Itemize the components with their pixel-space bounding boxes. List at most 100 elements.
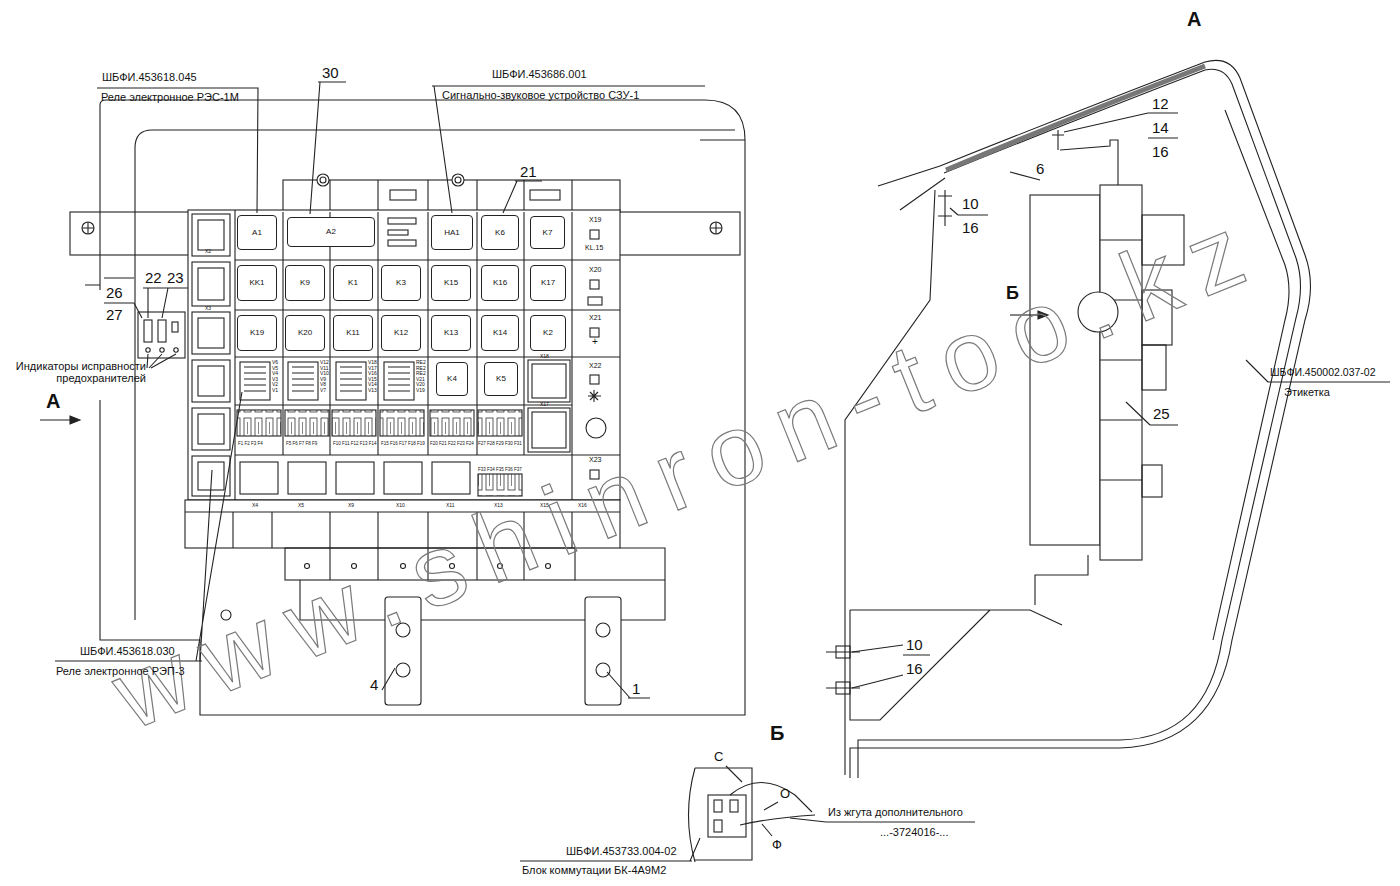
fuse-labels: F27 F28 F29 F30 F31 [478, 441, 522, 446]
diode-labels: V18 V17 V16 V15 V14 V13 [368, 360, 379, 393]
part-name: Блок коммутации БК-4А9М2 [522, 864, 666, 877]
fuse-labels: F15 F16 F17 F18 F19 [381, 441, 425, 446]
callout-number: 23 [167, 269, 184, 286]
callout-number: 26 [106, 284, 123, 301]
relay-module: K2 [530, 315, 566, 351]
relay-designation: K16 [493, 279, 507, 287]
note-text: Индикаторы исправности предохранителей [4, 360, 146, 384]
terminal-label: + [592, 336, 598, 348]
relay-designation: K7 [543, 229, 553, 237]
connector-label: X10 [396, 503, 405, 509]
view-letter: А [1187, 8, 1201, 31]
callout-number: 21 [520, 163, 537, 180]
terminal-label: X19 [589, 216, 601, 224]
terminal-label: X23 [589, 456, 601, 464]
callout-number: 30 [322, 64, 339, 81]
relay-designation: K17 [541, 279, 555, 287]
callout-number: 27 [106, 306, 123, 323]
relay-module: K3 [381, 265, 421, 301]
relay-module: K19 [237, 315, 277, 351]
relay-designation: K1 [348, 279, 358, 287]
connector-label: X2 [205, 249, 211, 255]
relay-module: K12 [381, 315, 421, 351]
connector-label: X17 [540, 402, 549, 408]
relay-module: K5 [484, 362, 518, 396]
relay-designation: K2 [543, 329, 553, 337]
relay-module: A1 [237, 215, 277, 250]
callout-number: 22 [145, 269, 162, 286]
callout-number: 4 [370, 676, 378, 693]
relay-designation: K5 [496, 375, 506, 383]
relay-module: K1 [333, 265, 373, 301]
part-code: ШБФИ.453733.004-02 [566, 845, 677, 858]
connector-label: X18 [540, 354, 549, 360]
part-code: ШБФИ.453618.030 [80, 645, 175, 658]
relay-designation: A1 [252, 229, 262, 237]
wire-marking: С [714, 750, 723, 765]
relay-designation: K20 [298, 329, 312, 337]
part-name: Этикетка [1284, 386, 1330, 399]
relay-module: K4 [436, 362, 468, 396]
view-letter: Б [770, 722, 784, 745]
relay-module: K11 [333, 315, 373, 351]
relay-designation: K9 [300, 279, 310, 287]
part-code: ШБФИ.450002.037-02 [1270, 366, 1376, 378]
relay-designation: K11 [346, 329, 360, 337]
relay-module: K13 [431, 315, 471, 351]
part-name: Реле электронное РЭС-1М [101, 91, 239, 104]
relay-designation: K3 [396, 279, 406, 287]
terminal-label: KL.15 [585, 244, 603, 252]
connector-label: X16 [578, 503, 587, 509]
relay-designation: KK1 [249, 279, 264, 287]
relay-designation: K4 [447, 375, 457, 383]
callout-number: 10 [962, 195, 979, 212]
relay-designation: K19 [250, 329, 264, 337]
connector-label: X4 [252, 503, 258, 509]
part-code: ШБФИ.453686.001 [492, 68, 587, 81]
relay-module: A2 [287, 217, 375, 247]
part-name: Реле электронное РЭП-3 [56, 665, 185, 678]
fuse-labels: F5 F6 F7 F8 F9 [286, 441, 317, 446]
wire-marking: Ф [772, 838, 782, 853]
callout-number: 16 [962, 219, 979, 236]
note-text: ...-3724016-... [880, 826, 949, 839]
part-name: Сигнально-звуковое устройство СЗУ-1 [442, 89, 639, 102]
terminal-label: X22 [589, 362, 601, 370]
connector-label: X3 [205, 306, 211, 312]
view-letter: Б [1006, 283, 1019, 304]
view-letter: А [46, 390, 60, 413]
diode-labels: RE2 RE2 RE2 V21 V20 V19 [416, 360, 427, 393]
connector-label: X9 [348, 503, 354, 509]
relay-designation: K13 [444, 329, 458, 337]
callout-number: 10 [906, 636, 923, 653]
callout-number: 1 [632, 680, 640, 697]
relay-module: HA1 [431, 215, 473, 250]
note-text: Из жгута дополнительного [828, 806, 963, 819]
relay-module: K7 [530, 216, 565, 249]
connector-label: X5 [298, 503, 304, 509]
relay-designation: K15 [444, 279, 458, 287]
callout-number: 16 [906, 660, 923, 677]
relay-module: K16 [481, 265, 519, 301]
relay-module: K20 [285, 315, 325, 351]
callout-number: 16 [1152, 143, 1169, 160]
relay-designation: K14 [493, 329, 507, 337]
relay-designation: K6 [495, 229, 505, 237]
relay-module: K15 [431, 265, 471, 301]
connector-label: X13 [494, 503, 503, 509]
fuse-labels: F1 F2 F3 F4 [238, 441, 263, 446]
relay-designation: K12 [394, 329, 408, 337]
part-code: ШБФИ.453618.045 [102, 71, 197, 84]
wire-marking: О [780, 787, 790, 802]
callout-number: 6 [1036, 160, 1044, 177]
relay-designation: HA1 [444, 229, 460, 237]
relay-module: K14 [481, 315, 519, 351]
terminal-label: X21 [589, 314, 601, 322]
relay-module: KK1 [237, 265, 277, 301]
callout-number: 14 [1152, 119, 1169, 136]
relay-designation: A2 [326, 228, 336, 236]
relay-module: K17 [530, 265, 566, 301]
diode-labels: V6 V5 V4 V3 V2 V1 [272, 360, 283, 393]
fuse-labels: F33 F34 F35 F36 F37 [478, 467, 522, 472]
